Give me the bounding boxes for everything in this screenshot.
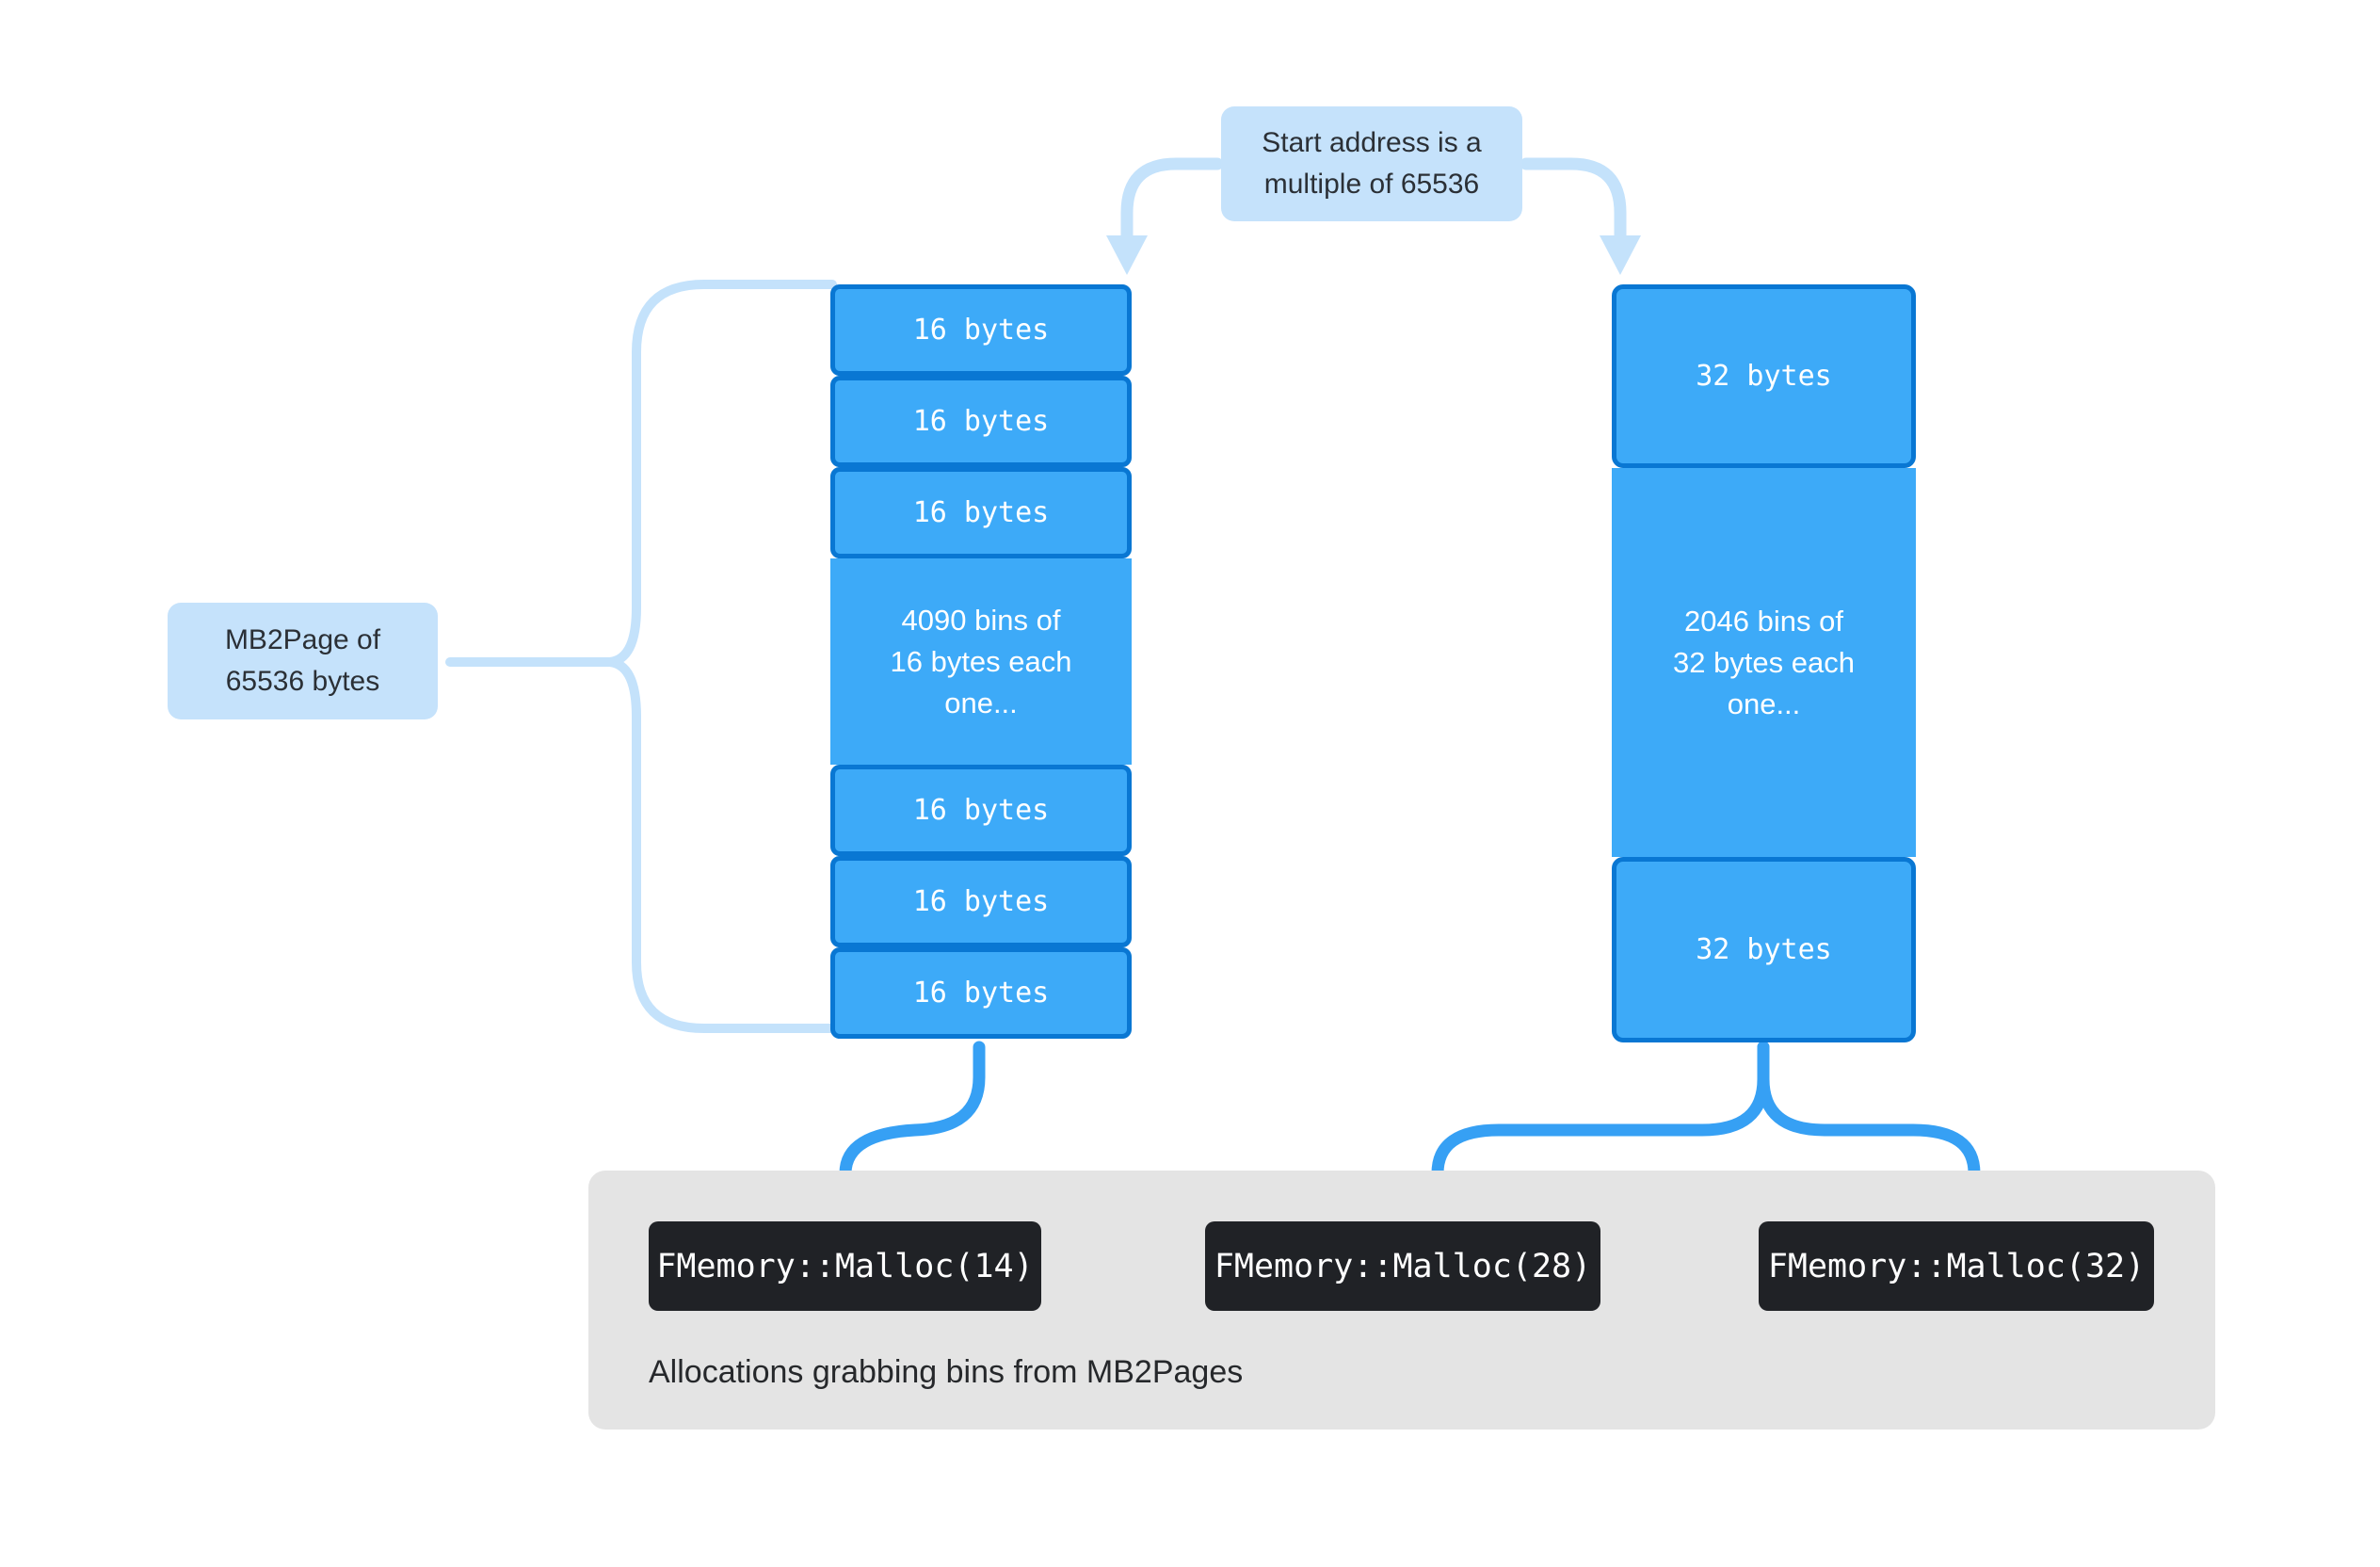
bin-cell-16: 16 bytes [830, 947, 1132, 1039]
allocations-panel: FMemory::Malloc(14) FMemory::Malloc(28) … [588, 1171, 2215, 1430]
start-address-arrow-right [1520, 157, 1627, 242]
malloc-14-chip: FMemory::Malloc(14) [649, 1221, 1041, 1311]
start-address-arrowhead-right [1600, 235, 1641, 275]
column-16-byte-page: 16 bytes 16 bytes 16 bytes 4090 bins of … [830, 284, 1132, 1039]
bin-cell-32: 32 bytes [1612, 857, 1916, 1042]
bins-summary-32: 2046 bins of 32 bytes each one... [1612, 468, 1916, 857]
malloc-32-chip: FMemory::Malloc(32) [1759, 1221, 2154, 1311]
column-32-byte-page: 32 bytes 2046 bins of 32 bytes each one.… [1612, 284, 1916, 1042]
malloc32-arrow [1757, 1041, 1981, 1180]
mb2page-note: MB2Page of 65536 bytes [168, 603, 438, 719]
malloc-28-chip: FMemory::Malloc(28) [1205, 1221, 1600, 1311]
start-address-arrowhead-left [1106, 235, 1148, 275]
allocations-caption: Allocations grabbing bins from MB2Pages [649, 1354, 1244, 1390]
malloc14-arrow [839, 1041, 986, 1180]
bin-cell-16: 16 bytes [830, 467, 1132, 558]
bin-cell-32: 32 bytes [1612, 284, 1916, 468]
bins-summary-16: 4090 bins of 16 bytes each one... [830, 558, 1132, 765]
malloc28-arrow [1431, 1041, 1770, 1180]
bin-cell-16: 16 bytes [830, 376, 1132, 467]
start-address-arrow-left [1120, 157, 1224, 242]
bin-cell-16: 16 bytes [830, 284, 1132, 376]
start-address-note: Start address is a multiple of 65536 [1221, 106, 1522, 221]
bin-cell-16: 16 bytes [830, 856, 1132, 947]
bin-cell-16: 16 bytes [830, 765, 1132, 856]
mb2page-brace [605, 280, 837, 1033]
